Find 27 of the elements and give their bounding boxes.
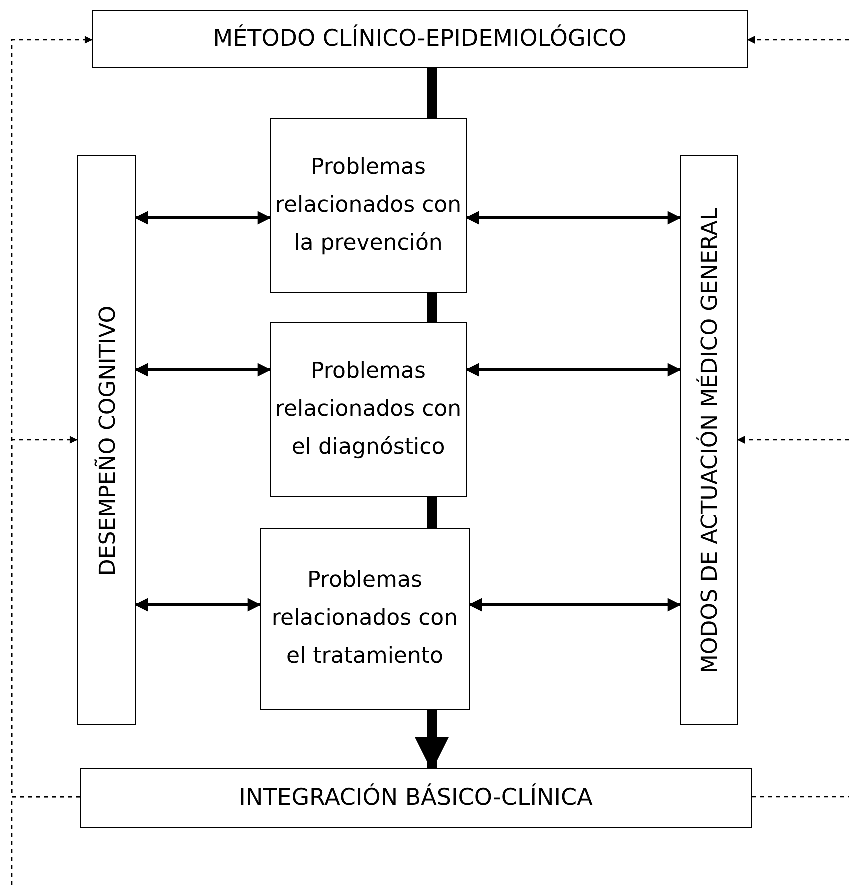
integration-box — [80, 768, 752, 828]
process-box — [270, 322, 467, 497]
box-label: INTEGRACIÓN BÁSICO-CLÍNICA — [239, 785, 593, 811]
connector-bar — [427, 497, 437, 528]
box-label: MODOS DE ACTUACIÓN MÉDICO GENERAL — [696, 207, 724, 676]
box-label: Problemas relacionados con la prevención — [274, 154, 463, 258]
method-box — [92, 10, 748, 68]
arrow — [466, 211, 682, 225]
arrow — [134, 211, 272, 225]
side-panel — [680, 155, 738, 725]
dashed-connector — [752, 796, 849, 798]
side-panel — [77, 155, 136, 725]
dashed-connector — [737, 436, 849, 444]
connector-bar — [427, 68, 437, 118]
connector-bar — [427, 293, 437, 322]
arrow — [134, 363, 272, 377]
process-box — [270, 118, 467, 293]
process-box — [260, 528, 470, 710]
dashed-connector — [11, 796, 80, 885]
box-label: Problemas relacionados con el diagnóstico — [274, 358, 463, 462]
box-label: Problemas relacionados con el tratamiento — [270, 567, 460, 671]
arrow — [468, 598, 682, 612]
dashed-connector — [747, 36, 849, 44]
box-label: MÉTODO CLÍNICO-EPIDEMIOLÓGICO — [213, 26, 627, 52]
arrow — [466, 363, 682, 377]
arrow — [134, 598, 262, 612]
box-label: DESEMPEÑO COGNITIVO — [94, 304, 121, 578]
